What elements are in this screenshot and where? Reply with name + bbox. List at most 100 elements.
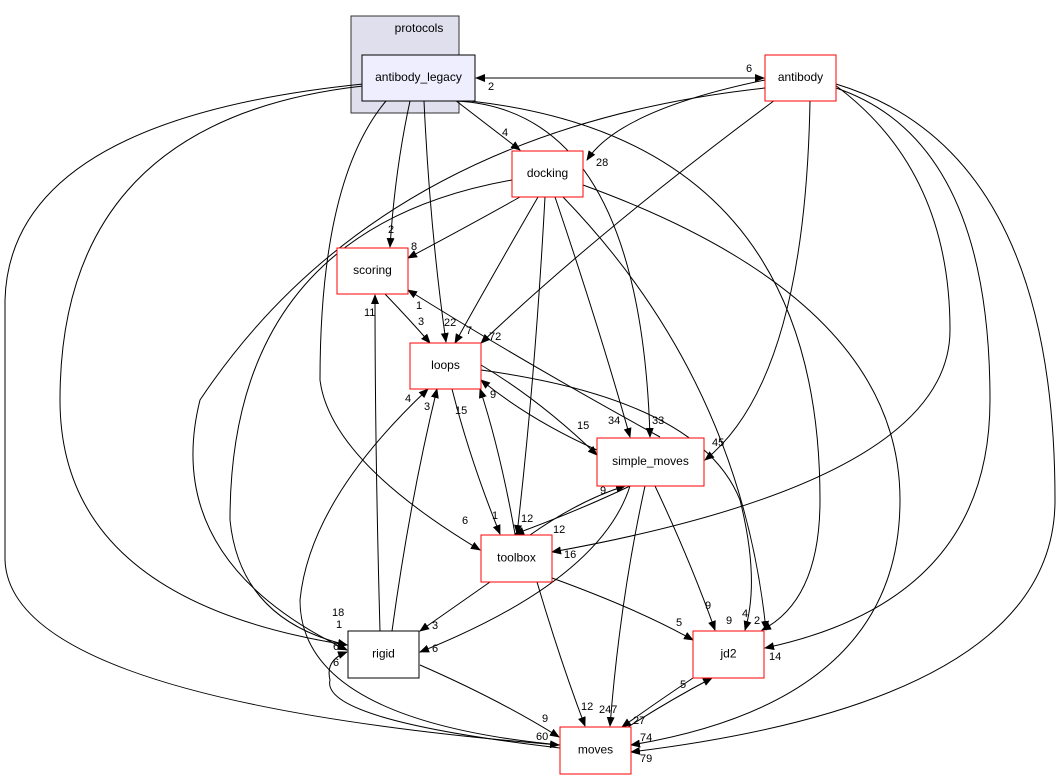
edge-loops-to-simple_moves[interactable] bbox=[480, 364, 598, 456]
edge-count-label[interactable]: 27 bbox=[633, 715, 645, 727]
edge-simple_moves-to-moves[interactable] bbox=[606, 485, 646, 727]
edge-count-label[interactable]: 45 bbox=[712, 437, 724, 449]
edge-count-label[interactable]: 4 bbox=[502, 127, 508, 139]
edge-rigid-to-moves[interactable] bbox=[419, 664, 560, 738]
edge-docking-to-moves[interactable] bbox=[582, 184, 901, 748]
edge-count-label[interactable]: 247 bbox=[599, 704, 617, 716]
edge-count-label[interactable]: 15 bbox=[455, 405, 467, 417]
edge-count-label[interactable]: 4 bbox=[405, 393, 411, 405]
edge-count-label[interactable]: 5 bbox=[680, 679, 686, 691]
edge-count-label[interactable]: 3 bbox=[424, 401, 430, 413]
edge-toolbox-to-simple_moves[interactable] bbox=[529, 484, 626, 536]
edge-docking-to-simple_moves[interactable] bbox=[554, 196, 632, 438]
edge-antibody-to-toolbox[interactable] bbox=[551, 84, 951, 555]
edge-count-label[interactable]: 22 bbox=[444, 317, 456, 329]
node-scoring[interactable]: scoring bbox=[336, 247, 409, 295]
edge-count-label[interactable]: 9 bbox=[705, 600, 711, 612]
edge-rigid-to-scoring[interactable] bbox=[371, 294, 381, 632]
edge-antibody_legacy-to-jd2[interactable] bbox=[469, 100, 821, 631]
edge-count-label[interactable]: 12 bbox=[581, 701, 593, 713]
edge-docking-to-rigid[interactable] bbox=[229, 179, 513, 647]
edge-count-label[interactable]: 16 bbox=[564, 549, 576, 561]
edge-docking-to-toolbox[interactable] bbox=[514, 196, 546, 535]
edge-count-label[interactable]: 1 bbox=[336, 619, 342, 631]
node-loops[interactable]: loops bbox=[409, 342, 482, 390]
edge-jd2-to-moves[interactable] bbox=[621, 677, 694, 728]
edge-antibody_legacy-to-toolbox[interactable] bbox=[319, 100, 481, 551]
edge-antibody-to-rigid[interactable] bbox=[192, 87, 766, 651]
edge-count-label[interactable]: 9 bbox=[542, 713, 548, 725]
edge-count-label[interactable]: 72 bbox=[489, 331, 501, 343]
edge-antibody-to-loops[interactable] bbox=[480, 99, 776, 344]
edge-count-label[interactable]: 2 bbox=[754, 615, 760, 627]
edge-count-label[interactable]: 34 bbox=[608, 415, 620, 427]
edge-count-label[interactable]: 79 bbox=[640, 753, 652, 765]
edge-count-label[interactable]: 6 bbox=[333, 641, 339, 653]
edge-antibody-to-simple_moves[interactable] bbox=[704, 100, 811, 461]
edge-count-label[interactable]: 12 bbox=[553, 524, 565, 536]
edge-count-label[interactable]: 6 bbox=[432, 643, 438, 655]
edge-count-label[interactable]: 5 bbox=[676, 617, 682, 629]
edge-count-label[interactable]: 9 bbox=[600, 485, 606, 497]
edge-count-label[interactable]: 18 bbox=[332, 607, 344, 619]
edge-toolbox-to-jd2[interactable] bbox=[551, 577, 694, 641]
edge-antibody-to-docking[interactable] bbox=[586, 79, 766, 161]
edge-count-label[interactable]: 8 bbox=[411, 241, 417, 253]
edge-docking-to-loops[interactable] bbox=[454, 196, 539, 344]
edge-toolbox-to-loops[interactable] bbox=[479, 388, 516, 535]
edge-count-label[interactable]: 12 bbox=[521, 513, 533, 525]
edge-count-label[interactable]: 6 bbox=[333, 657, 339, 669]
edge-count-label[interactable]: 2 bbox=[488, 81, 494, 93]
edge-count-label[interactable]: 1 bbox=[416, 300, 422, 312]
edge-moves-to-rigid[interactable] bbox=[328, 651, 561, 749]
edge-antibody-to-moves[interactable] bbox=[630, 83, 1056, 755]
edge-antibody_legacy-to-scoring[interactable] bbox=[386, 100, 411, 248]
edge-antibody_legacy-to-docking[interactable] bbox=[454, 99, 521, 151]
edge-count-label[interactable]: 3 bbox=[418, 316, 424, 328]
edge-moves-to-loops[interactable] bbox=[299, 388, 561, 746]
edge-simple_moves-to-rigid[interactable] bbox=[419, 485, 631, 653]
edge-count-label[interactable]: 3 bbox=[432, 620, 438, 632]
edge-count-label[interactable]: 6 bbox=[462, 515, 468, 527]
edge-count-label[interactable]: 74 bbox=[640, 732, 652, 744]
node-docking[interactable]: docking bbox=[511, 150, 584, 198]
edge-loops-to-jd2[interactable] bbox=[480, 369, 752, 631]
edge-count-label[interactable]: 2 bbox=[388, 224, 394, 236]
edge-count-label[interactable]: 6 bbox=[746, 63, 752, 75]
edge-loops-to-toolbox[interactable] bbox=[451, 388, 501, 535]
node-moves[interactable]: moves bbox=[559, 726, 632, 775]
node-antibody[interactable]: antibody bbox=[764, 54, 837, 102]
edge-count-label[interactable]: 1 bbox=[492, 510, 498, 522]
edge-simple_moves-to-jd2[interactable] bbox=[654, 485, 716, 631]
edge-antibody_legacy-to-moves[interactable] bbox=[4, 83, 560, 749]
edge-toolbox-to-moves[interactable] bbox=[536, 581, 586, 727]
edge-toolbox-to-rigid[interactable] bbox=[419, 581, 491, 632]
edge-antibody-to-jd2[interactable] bbox=[764, 87, 991, 651]
edge-count-label[interactable]: 60 bbox=[536, 731, 548, 743]
edge-antibody_legacy-to-loops[interactable] bbox=[423, 100, 449, 343]
edge-count-label[interactable]: 4 bbox=[742, 608, 748, 620]
edge-scoring-to-loops[interactable] bbox=[384, 293, 431, 344]
edge-count-label[interactable]: 9 bbox=[490, 389, 496, 401]
edge-simple_moves-to-toolbox[interactable] bbox=[514, 485, 631, 535]
edge-simple_moves-to-loops[interactable] bbox=[480, 379, 598, 451]
edge-moves-to-jd2[interactable] bbox=[627, 677, 713, 728]
edge-rigid-to-loops[interactable] bbox=[391, 388, 439, 632]
edge-count-label[interactable]: 28 bbox=[596, 157, 608, 169]
edge-count-label[interactable]: 14 bbox=[769, 651, 781, 663]
node-toolbox[interactable]: toolbox bbox=[480, 534, 553, 583]
edge-docking-to-scoring[interactable] bbox=[407, 196, 521, 259]
edge-count-label[interactable]: 9 bbox=[726, 615, 732, 627]
edge-simple_moves-to-scoring[interactable] bbox=[407, 289, 661, 438]
node-rigid[interactable]: rigid bbox=[347, 630, 420, 679]
edge-count-label[interactable]: 11 bbox=[364, 307, 375, 319]
node-antibody-legacy[interactable]: antibody_legacy bbox=[361, 54, 476, 102]
node-jd2[interactable]: jd2 bbox=[692, 630, 765, 679]
edge-docking-to-jd2[interactable] bbox=[562, 196, 770, 631]
node-simple-moves[interactable]: simple_moves bbox=[596, 437, 705, 487]
edge-line bbox=[536, 581, 586, 727]
edge-antibody_legacy-to-rigid[interactable] bbox=[59, 85, 364, 648]
edge-count-label[interactable]: 33 bbox=[652, 415, 664, 427]
edge-count-label[interactable]: 7 bbox=[466, 325, 472, 337]
edge-count-label[interactable]: 15 bbox=[577, 420, 589, 432]
